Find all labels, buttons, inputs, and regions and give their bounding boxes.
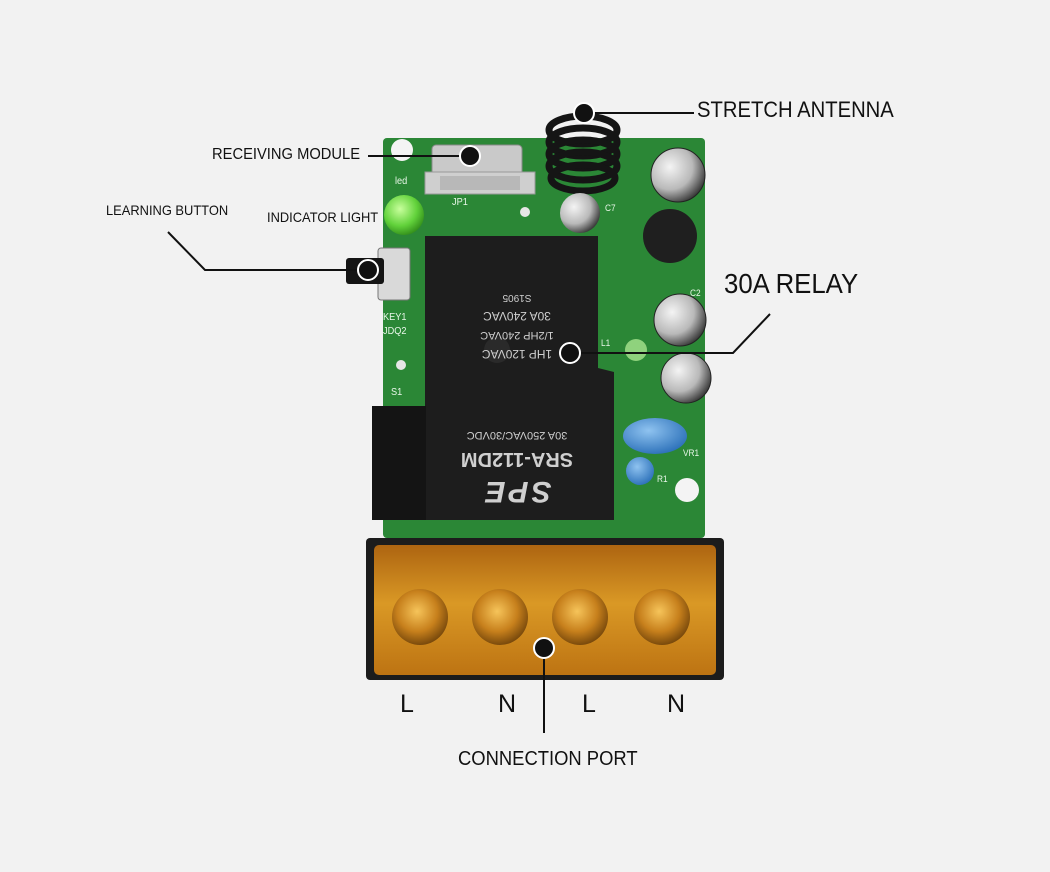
relay-rating-4: 1HP 120VAC (481, 347, 553, 361)
silk-jp1: JP1 (452, 197, 468, 208)
leader-learning-button (167, 231, 368, 271)
callout-dot-learning-button (357, 259, 379, 281)
inductor-l1 (625, 339, 647, 361)
silk-s1: S1 (391, 387, 403, 398)
stretch-antenna-coil (545, 112, 621, 195)
silk-vr1: VR1 (683, 448, 700, 458)
varistor-vr1 (623, 418, 687, 454)
indicator-led (384, 195, 424, 235)
callout-dot-connection-port (533, 637, 555, 659)
silk-c7: C7 (605, 203, 616, 213)
terminal-block-cover (374, 545, 716, 675)
capacitor-top-right (650, 147, 706, 203)
relay-brand: SPE (482, 475, 552, 508)
callout-dot-receiving-module (459, 145, 481, 167)
relay-rating-2: 30A 240VAC (483, 309, 551, 323)
capacitor-c7 (560, 193, 600, 233)
screw-3 (552, 589, 608, 645)
relay-body (425, 236, 614, 520)
silk-led: led (395, 176, 408, 187)
relay-rating-5: 30A 250VAC/30VDC (466, 429, 568, 441)
varistor-small (626, 457, 654, 485)
silk-c2: C2 (690, 288, 701, 298)
label-learning-button: LEARNING BUTTON (106, 202, 229, 218)
capacitor-c2 (653, 293, 707, 347)
relay-molded-dot (484, 337, 510, 363)
label-receiving-module: RECEIVING MODULE (212, 146, 361, 163)
label-indicator-light: INDICATOR LIGHT (267, 209, 379, 225)
label-30a-relay: 30A RELAY (724, 268, 859, 299)
screw-4 (634, 589, 690, 645)
capacitor-lower (660, 352, 712, 404)
label-connection-port: CONNECTION PORT (458, 748, 638, 770)
mounting-hole-top-left (391, 139, 413, 161)
terminal-label-2: N (498, 690, 517, 718)
silk-jdq2: JDQ2 (383, 326, 407, 337)
silk-l1: L1 (601, 338, 611, 348)
relay-markings: SPE SRA-112DM 30A 250VAC/30VDC 1HP 120VA… (432, 244, 602, 514)
relay-side (372, 406, 426, 520)
terminal-label-1: L (400, 690, 414, 718)
relay-rating-3: 1/2HP 240VAC (480, 329, 554, 341)
silk-key1: KEY1 (383, 312, 407, 323)
screw-1 (392, 589, 448, 645)
mounting-hole-bottom-right (675, 478, 699, 502)
label-stretch-antenna: STRETCH ANTENNA (697, 97, 894, 122)
via-hole-2 (520, 207, 530, 217)
callout-dot-antenna (573, 102, 595, 124)
module-chip (440, 176, 520, 190)
callout-dot-relay (559, 342, 581, 364)
silk-r1: R1 (657, 474, 668, 484)
relay-rating-1: S1905 (502, 292, 532, 303)
terminal-screws (392, 589, 690, 645)
inductor-dark (643, 209, 697, 263)
screw-2 (472, 589, 528, 645)
leader-relay (570, 313, 771, 354)
terminal-label-4: N (667, 690, 686, 718)
relay-model: SRA-112DM (460, 448, 574, 470)
via-hole (396, 360, 406, 370)
terminal-label-3: L (582, 690, 596, 718)
